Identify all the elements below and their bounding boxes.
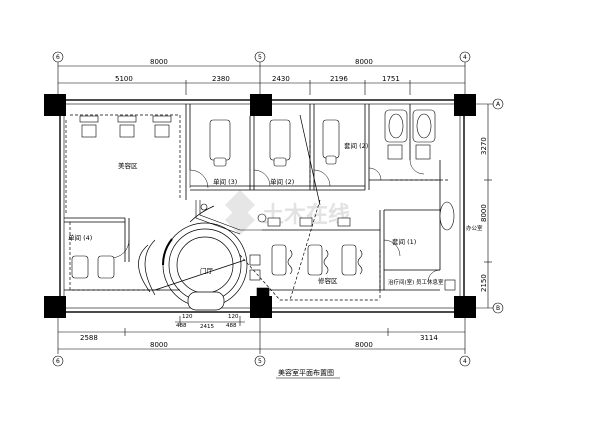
structural-columns [44, 94, 476, 318]
dim-top-1751: 1751 [382, 75, 400, 83]
bed-icon [269, 119, 291, 161]
drawing-title: 美容室平面布置图 [278, 368, 334, 377]
column-bm [250, 296, 272, 318]
grid-bubble-top-6: 6 [52, 51, 64, 63]
room-label-beauty-area: 美容区 [118, 161, 138, 170]
sink-icon [415, 144, 431, 160]
door-swings [110, 159, 441, 283]
basin-icon [444, 279, 456, 291]
bathtub-icon [439, 201, 455, 231]
chair-icon [154, 124, 170, 138]
column-bl [44, 296, 66, 318]
svg-text:B: B [496, 305, 500, 312]
dim-bottom-2588: 2588 [80, 334, 98, 342]
dim-door-2415: 2415 [200, 324, 214, 330]
dim-right-8000: 8000 [480, 204, 488, 222]
grid-bubble-top-4: 4 [459, 51, 471, 63]
room-label-staff-room: 治疗间(室) 员工休息室 [388, 278, 444, 286]
bed-icon [71, 255, 89, 279]
dim-top-2380: 2380 [212, 75, 230, 83]
dim-right-3270: 3270 [480, 137, 488, 155]
room-label-suite-1: 套间 (1) [392, 237, 416, 246]
room-label-single-3: 单间 (3) [213, 177, 237, 186]
bed-icon [271, 244, 287, 276]
column-tm [250, 94, 272, 116]
dim-right-2150: 2150 [480, 274, 488, 292]
dim-door-488-left: 488 [176, 323, 187, 329]
partitions [64, 104, 441, 291]
svg-text:6: 6 [56, 54, 60, 61]
dim-bottom-8000-right: 8000 [355, 341, 373, 349]
massage-beds [71, 119, 340, 279]
svg-text:4: 4 [463, 54, 467, 61]
chair-icon [119, 124, 135, 138]
dim-door-120-left: 120 [182, 314, 193, 320]
lobby-rotunda [138, 205, 248, 311]
svg-text:4: 4 [463, 358, 467, 365]
watermark: 土木在线 [225, 190, 350, 235]
reception-counter [195, 200, 267, 235]
dim-top-2196: 2196 [330, 75, 348, 83]
grid-bubble-bottom-4: 4 [459, 355, 471, 367]
column-br [454, 296, 476, 318]
top-dimensions [57, 62, 466, 95]
dim-bottom-8000-left: 8000 [150, 341, 168, 349]
watermark-logo-icon [225, 190, 255, 235]
dim-bottom-3114: 3114 [420, 334, 438, 342]
dim-top-8000-right: 8000 [355, 58, 373, 66]
svg-text:5: 5 [258, 54, 262, 61]
room-label-single-4: 单间 (4) [68, 233, 92, 242]
beauty-chairs [79, 115, 172, 138]
dim-top-2430: 2430 [272, 75, 290, 83]
dim-top-5100: 5100 [115, 75, 133, 83]
grid-bubble-top-5: 5 [254, 51, 266, 63]
entrance-detail [175, 287, 270, 326]
dim-door-488-right: 488 [226, 323, 237, 329]
bed-icon [209, 119, 231, 161]
bed-icon [97, 255, 115, 279]
bed-icon [341, 244, 357, 276]
grid-bubble-right-a: A [492, 98, 504, 110]
room-label-treatment-area: 修容区 [318, 276, 338, 285]
grid-bubble-bottom-5: 5 [254, 355, 266, 367]
room-label-single-2: 单间 (2) [270, 177, 294, 186]
treatment-beds [267, 217, 363, 276]
svg-text:A: A [496, 101, 501, 108]
room-label-lobby: 门厅 [200, 266, 214, 275]
bed-icon [307, 244, 323, 276]
sink-icon [387, 144, 403, 160]
electrical-solid [154, 114, 321, 291]
dim-top-8000-left: 8000 [150, 58, 168, 66]
dim-door-120-right: 120 [228, 314, 239, 320]
chair-icon [81, 124, 97, 138]
column-tl [44, 94, 66, 116]
bathroom-fixtures [384, 109, 456, 291]
waiting-seats [249, 254, 261, 281]
electrical-routing [65, 114, 450, 301]
grid-bubble-bottom-6: 6 [52, 355, 64, 367]
column-tr [454, 94, 476, 116]
svg-text:6: 6 [56, 358, 60, 365]
bottom-dimensions [57, 318, 466, 354]
bed-icon [322, 119, 340, 159]
room-label-suite-2: 套间 (2) [344, 141, 368, 150]
grid-bubble-right-b: B [492, 302, 504, 314]
svg-text:5: 5 [258, 358, 262, 365]
room-label-office: 办公室 [466, 224, 483, 232]
